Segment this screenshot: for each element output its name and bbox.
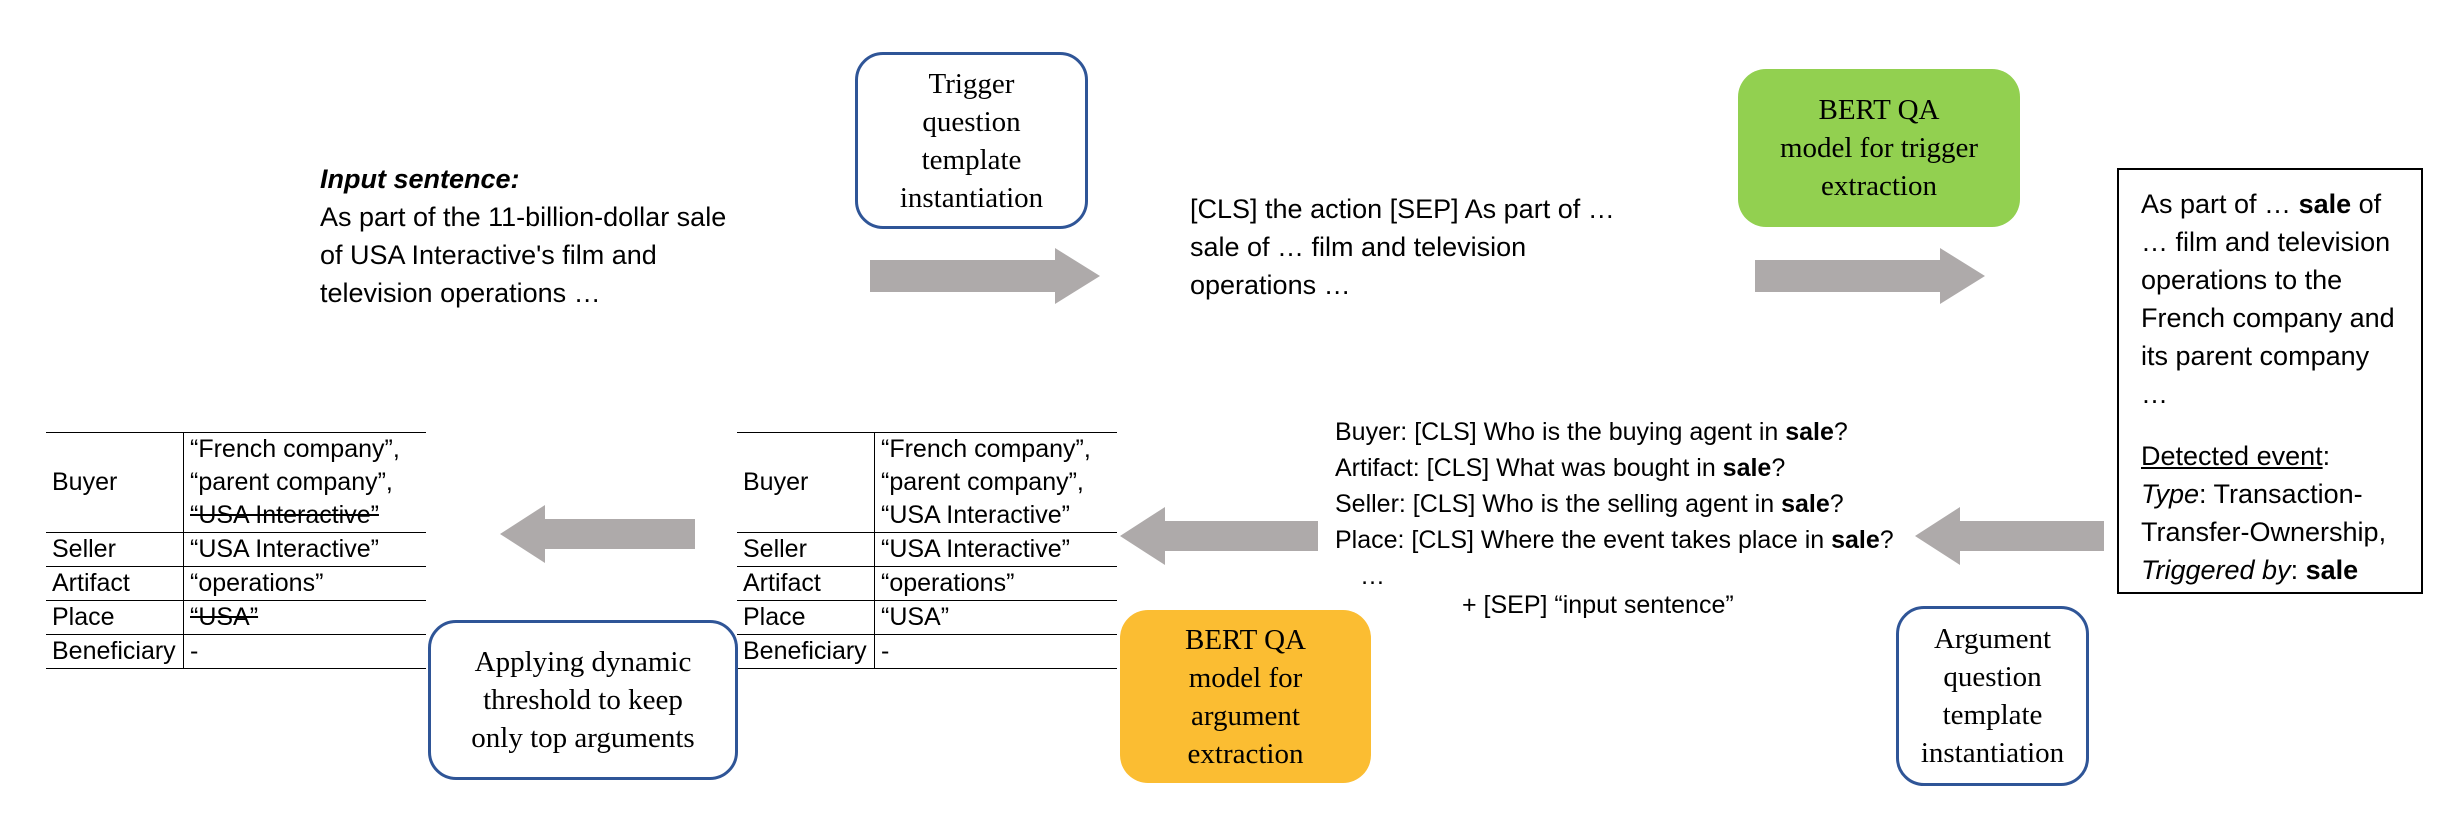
- table-row: Place “USA”: [46, 600, 426, 635]
- role-cell: Seller: [737, 532, 875, 567]
- value-cell: “USA Interactive”: [874, 532, 1117, 567]
- role-cell: Seller: [46, 532, 184, 567]
- value-cell: “French company”, “parent company”, “USA…: [183, 432, 426, 533]
- box-line: template: [921, 143, 1022, 176]
- argument-questions: Buyer: [CLS] Who is the buying agent in …: [1335, 414, 1894, 594]
- box-line: extraction: [1187, 737, 1304, 770]
- role-cell: Buyer: [737, 432, 875, 533]
- role-cell: Place: [46, 600, 184, 635]
- output-line: As part of … sale of: [2141, 189, 2382, 219]
- value-cell: “French company”, “parent company”, “USA…: [874, 432, 1117, 533]
- input-line: of USA Interactive's film and: [320, 240, 657, 270]
- argument-question-suffix: + [SEP] “input sentence”: [1462, 591, 1734, 619]
- argument-template-box: Argument question template instantiation: [1896, 606, 2089, 786]
- struck-value: “USA Interactive”: [190, 501, 379, 529]
- role-cell: Beneficiary: [46, 634, 184, 669]
- trigger-template-box: Trigger question template instantiation: [855, 52, 1088, 229]
- box-line: instantiation: [899, 181, 1044, 214]
- table-row: Artifact “operations”: [46, 566, 426, 601]
- box-line: Trigger: [928, 67, 1015, 100]
- role-cell: Place: [737, 600, 875, 635]
- arrow-left-icon: [1915, 507, 2104, 565]
- bert-argument-box: BERT QA model for argument extraction: [1120, 610, 1371, 783]
- box-line: model for: [1188, 661, 1303, 694]
- box-line: threshold to keep: [483, 684, 683, 716]
- box-line: Argument: [1933, 623, 2052, 655]
- argument-question: Seller: [CLS] Who is the selling agent i…: [1335, 490, 1844, 518]
- arrow-right-icon: [870, 248, 1100, 304]
- role-cell: Beneficiary: [737, 634, 875, 669]
- value-cell: -: [874, 634, 1117, 669]
- box-line: Applying dynamic: [474, 646, 692, 678]
- input-line: television operations …: [320, 278, 601, 308]
- struck-value: “USA”: [190, 603, 259, 631]
- threshold-box: Applying dynamic threshold to keep only …: [428, 620, 738, 780]
- box-line: question: [922, 105, 1021, 138]
- value-cell: -: [183, 634, 426, 669]
- triggered-by-line: Triggered by: sale: [2141, 555, 2359, 585]
- output-line: operations to the: [2141, 265, 2343, 295]
- value-cell: “operations”: [874, 566, 1117, 601]
- value-cell: “USA”: [874, 600, 1117, 635]
- box-line: BERT QA: [1818, 94, 1940, 126]
- input-line: As part of the 11-billion-dollar sale: [320, 202, 727, 232]
- arguments-table-after: Buyer “French company”, “parent company”…: [46, 432, 426, 669]
- value-cell: “USA”: [183, 600, 426, 635]
- output-line: …: [2141, 379, 2168, 409]
- box-line: model for trigger: [1779, 132, 1979, 164]
- table-row: Seller “USA Interactive”: [737, 532, 1117, 567]
- event-type-line: Transfer-Ownership,: [2141, 517, 2387, 547]
- table-row: Beneficiary -: [46, 634, 426, 669]
- table-row: Seller “USA Interactive”: [46, 532, 426, 567]
- box-line: extraction: [1821, 170, 1937, 202]
- input-sentence: Input sentence: As part of the 11-billio…: [320, 160, 726, 312]
- role-cell: Buyer: [46, 432, 184, 533]
- box-line: BERT QA: [1185, 623, 1306, 656]
- table-row: Beneficiary -: [737, 634, 1117, 669]
- value-cell: “USA Interactive”: [183, 532, 426, 567]
- detected-event-label: Detected event:: [2141, 441, 2331, 471]
- box-line: instantiation: [1920, 737, 2065, 769]
- argument-question-ellipsis: …: [1360, 562, 1385, 590]
- arrow-left-icon: [500, 505, 695, 563]
- box-line: only top arguments: [471, 722, 695, 754]
- box-line: question: [1943, 661, 2042, 693]
- event-type-line: Type: Transaction-: [2141, 479, 2363, 509]
- table-row: Place “USA”: [737, 600, 1117, 635]
- output-line: … film and television: [2141, 227, 2391, 257]
- value-cell: “operations”: [183, 566, 426, 601]
- trigger-output-box: As part of … sale of … film and televisi…: [2117, 168, 2423, 594]
- table-row: Buyer “French company”, “parent company”…: [46, 432, 426, 533]
- arrow-left-icon: [1120, 507, 1318, 565]
- arguments-table-before: Buyer “French company”, “parent company”…: [737, 432, 1117, 669]
- bert-trigger-box: BERT QA model for trigger extraction: [1738, 69, 2020, 227]
- role-cell: Artifact: [737, 566, 875, 601]
- trigger-question-line: [CLS] the action [SEP] As part of …: [1190, 194, 1615, 224]
- role-cell: Artifact: [46, 566, 184, 601]
- argument-question: Artifact: [CLS] What was bought in sale?: [1335, 454, 1786, 482]
- output-line: its parent company: [2141, 341, 2370, 371]
- argument-question: Place: [CLS] Where the event takes place…: [1335, 526, 1894, 554]
- output-line: French company and: [2141, 303, 2395, 333]
- box-line: template: [1942, 699, 2043, 731]
- table-row: Buyer “French company”, “parent company”…: [737, 432, 1117, 533]
- trigger-question-line: sale of … film and television: [1190, 232, 1527, 262]
- trigger-question-line: operations …: [1190, 270, 1351, 300]
- input-heading: Input sentence:: [320, 164, 520, 194]
- trigger-question: [CLS] the action [SEP] As part of … sale…: [1190, 190, 1615, 304]
- argument-question: Buyer: [CLS] Who is the buying agent in …: [1335, 418, 1848, 446]
- box-line: argument: [1190, 699, 1300, 732]
- table-row: Artifact “operations”: [737, 566, 1117, 601]
- arrow-right-icon: [1755, 248, 1985, 304]
